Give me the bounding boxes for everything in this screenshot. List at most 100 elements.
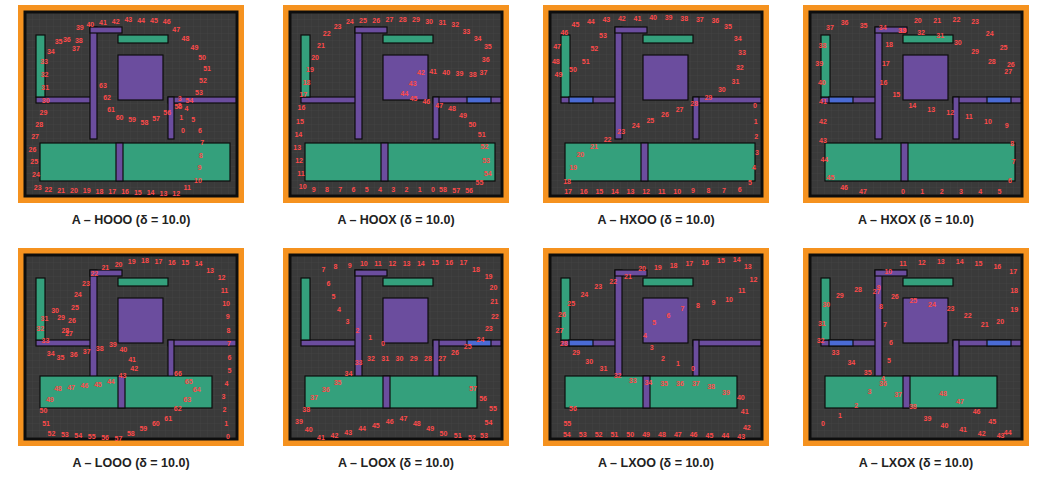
callout-number: 21 (101, 263, 109, 270)
map-wall (383, 376, 390, 408)
callout-number: 37 (480, 69, 488, 76)
callout-number: 53 (482, 156, 490, 163)
callout-number: 51 (582, 57, 590, 64)
callout-number: 17 (460, 259, 468, 266)
callout-number: 63 (183, 395, 191, 402)
callout-number: 41 (429, 67, 437, 74)
callout-number: 19 (569, 163, 577, 170)
callout-number: 38 (680, 15, 688, 22)
callout-number: 19 (654, 263, 662, 270)
callout-number: 35 (724, 23, 732, 30)
callout-number: 49 (555, 71, 563, 78)
callout-number: 17 (685, 260, 693, 267)
callout-number: 12 (918, 258, 926, 265)
callout-number: 36 (879, 379, 887, 386)
callout-number: 47 (674, 431, 682, 438)
callout-number: 3 (221, 393, 225, 400)
callout-number: 12 (218, 274, 226, 281)
map-wall (467, 97, 491, 103)
callout-number: 8 (879, 302, 883, 309)
callout-number: 10 (194, 177, 202, 184)
map-border (18, 5, 244, 203)
panel-caption: A – HXOO (δ = 10.0) (543, 213, 769, 228)
map-wall (643, 35, 693, 43)
map-wall (118, 298, 163, 343)
callout-number: 8 (706, 187, 710, 194)
map-wall (693, 340, 761, 346)
callout-number: 28 (399, 16, 407, 23)
callout-number: 15 (892, 90, 900, 97)
callout-number: 6 (198, 127, 202, 134)
callout-number: 43 (602, 15, 610, 22)
callout-number: 39 (665, 14, 673, 21)
callout-number: 53 (579, 431, 587, 438)
callout-number: 43 (737, 432, 745, 439)
callout-number: 35 (57, 353, 65, 360)
map-wall (355, 27, 362, 139)
map-wall (615, 270, 622, 382)
callout-number: 1 (838, 411, 842, 418)
map-wall (643, 55, 688, 100)
callout-number: 23 (34, 183, 42, 190)
callout-number: 26 (372, 16, 380, 23)
callout-number: 32 (614, 372, 622, 379)
callout-number: 7 (322, 266, 326, 273)
callout-number: 23 (971, 17, 979, 24)
callout-number: 23 (485, 325, 493, 332)
callout-number: 29 (412, 16, 420, 23)
callout-number: 11 (899, 259, 906, 266)
callout-number: 50 (468, 121, 476, 128)
callout-number: 5 (652, 319, 656, 326)
callout-number: 1 (368, 333, 372, 340)
callout-number: 14 (417, 259, 425, 266)
callout-number: 61 (107, 106, 115, 113)
callout-number: 29 (704, 93, 712, 100)
map-wall (821, 97, 881, 103)
callout-number: 34 (474, 35, 482, 42)
map-wall (383, 55, 428, 100)
callout-number: 42 (978, 429, 986, 436)
map-wall (301, 340, 361, 346)
callout-number: 44 (137, 16, 145, 23)
callout-number: 3 (391, 186, 395, 193)
callout-number: 38 (469, 71, 477, 78)
callout-number: 28 (854, 286, 862, 293)
callout-number: 5 (365, 186, 369, 193)
callout-number: 44 (401, 90, 409, 97)
callout-number: 9 (691, 187, 695, 194)
callout-number: 56 (465, 187, 473, 194)
callout-number: 46 (422, 98, 430, 105)
callout-number: 47 (400, 415, 408, 422)
callout-number: 20 (914, 16, 922, 23)
callout-number: 38 (707, 383, 715, 390)
callout-number: 60 (152, 419, 160, 426)
callout-number: 51 (610, 431, 618, 438)
callout-number: 49 (191, 43, 199, 50)
map-border (18, 248, 244, 446)
callout-number: 44 (358, 425, 366, 432)
callout-number: 17 (108, 188, 116, 195)
callout-number: 1 (754, 117, 758, 124)
callout-number: 13 (403, 259, 411, 266)
callout-number: 42 (743, 424, 751, 431)
callout-number: 32 (917, 29, 925, 36)
callout-number: 48 (54, 385, 62, 392)
callout-number: 9 (348, 261, 352, 268)
callout-number: 10 (299, 183, 307, 190)
callout-number: 0 (226, 433, 230, 440)
callout-number: 0 (821, 420, 825, 427)
callout-number: 18 (141, 257, 149, 264)
callout-number: 7 (338, 186, 342, 193)
callout-number: 43 (409, 79, 417, 86)
callout-number: 28 (424, 355, 432, 362)
map-panel (803, 248, 1029, 446)
callout-number: 26 (891, 292, 899, 299)
callout-number: 48 (413, 420, 421, 427)
map-border (283, 248, 509, 446)
callout-number: 12 (946, 109, 954, 116)
panel-caption: A – LXOO (δ = 10.0) (543, 456, 769, 471)
map-wall (953, 97, 959, 139)
map-wall (118, 55, 163, 100)
callout-number: 9 (312, 186, 316, 193)
map-wall (987, 97, 1011, 103)
